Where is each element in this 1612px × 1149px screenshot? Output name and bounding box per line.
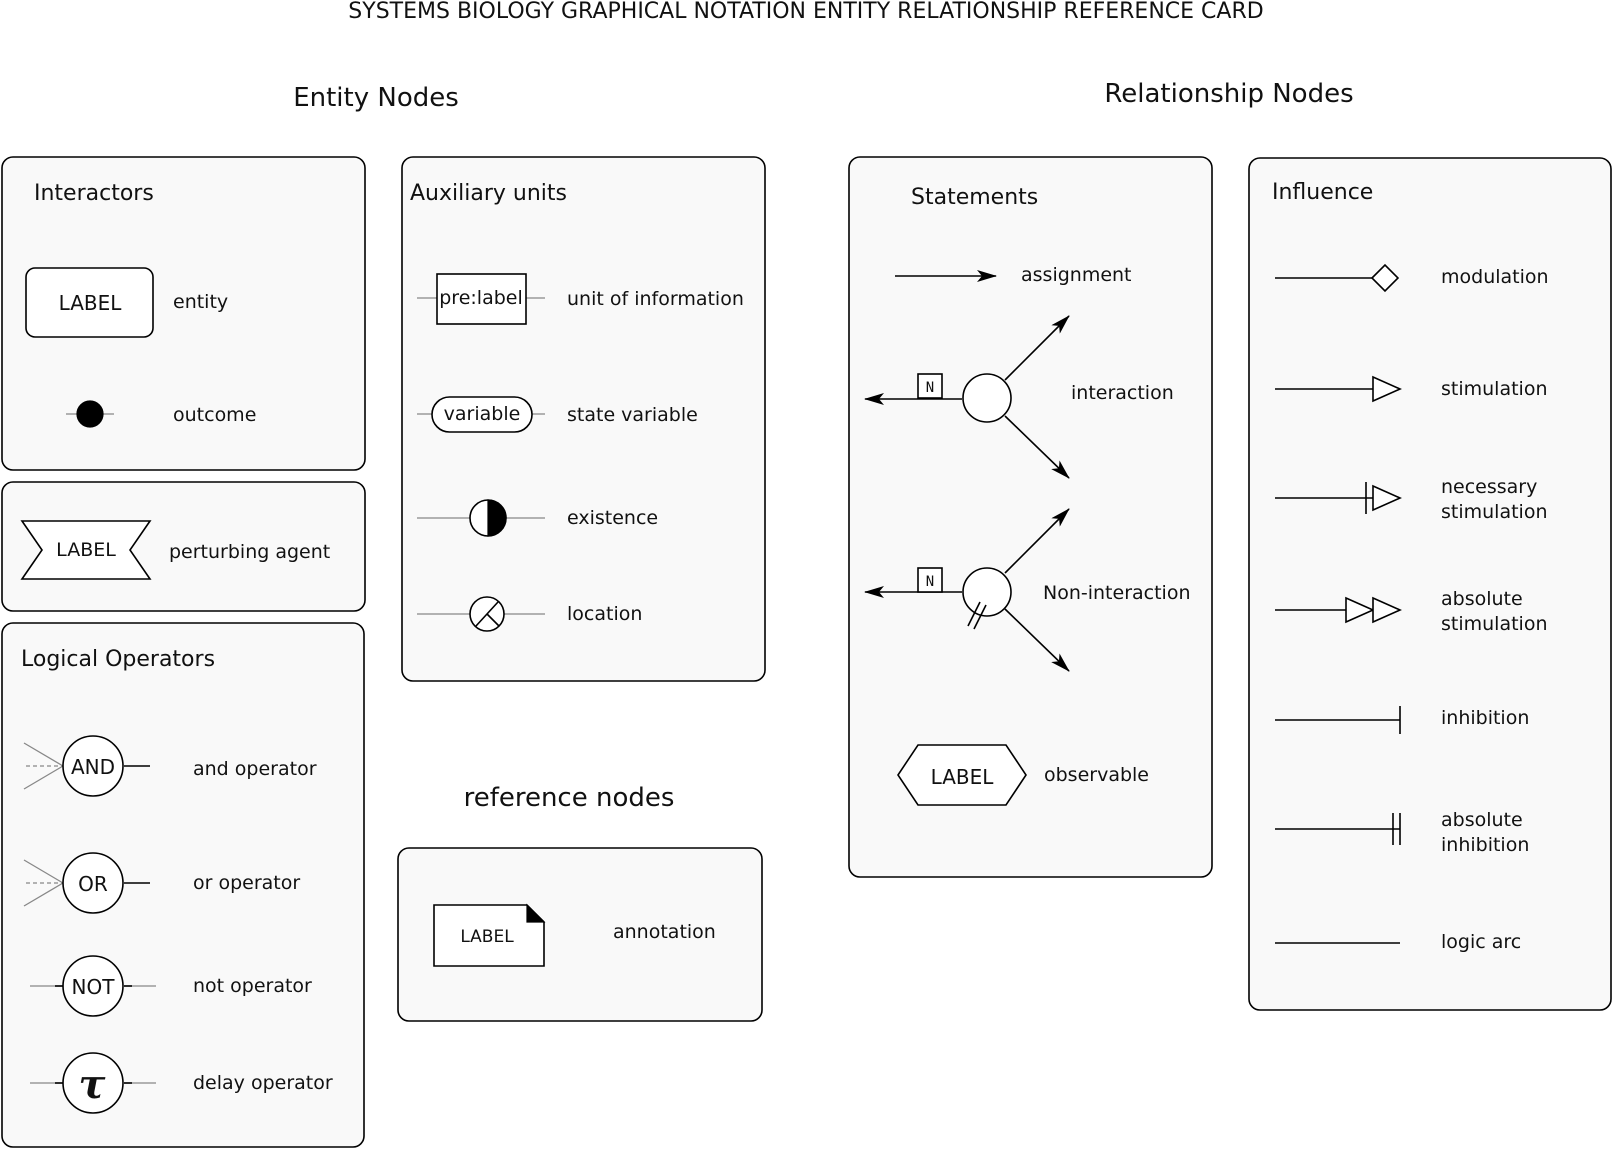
- perturbing-agent-glyph: LABEL: [20, 520, 152, 580]
- absolute-stimulation-label-line2: stimulation: [1441, 613, 1548, 635]
- absolute-stimulation-arc: [1275, 596, 1402, 624]
- absolute-inhibition-label-line1: absolute: [1441, 809, 1523, 831]
- not-operator-label: not operator: [193, 975, 312, 997]
- statements-title: Statements: [911, 185, 1038, 210]
- observable-glyph: LABEL: [897, 744, 1027, 806]
- stimulation-label: stimulation: [1441, 378, 1548, 400]
- svg-text:LABEL: LABEL: [56, 539, 116, 561]
- delay-operator-label: delay operator: [193, 1072, 333, 1094]
- inhibition-arc: [1275, 706, 1401, 734]
- unit-of-information-glyph: pre:label: [417, 273, 545, 325]
- delay-operator-glyph: τ: [30, 1052, 156, 1114]
- absolute-inhibition-arc: [1275, 813, 1401, 845]
- non-interaction-label: Non-interaction: [1043, 582, 1191, 604]
- interactors-panel: Interactors LABEL entity outcome: [1, 156, 366, 471]
- annotation-glyph: LABEL: [433, 903, 546, 967]
- modulation-label: modulation: [1441, 266, 1549, 288]
- logical-operators-title: Logical Operators: [21, 647, 215, 672]
- necessary-stimulation-label-line1: necessary: [1441, 476, 1537, 498]
- and-operator-label: and operator: [193, 758, 317, 780]
- reference-nodes-panel: LABEL annotation: [397, 847, 763, 1022]
- relationship-nodes-heading: Relationship Nodes: [1104, 79, 1353, 109]
- influence-panel: Influence modulation stimulation necessa…: [1248, 157, 1612, 1011]
- svg-text:variable: variable: [444, 403, 521, 425]
- card-title: SYSTEMS BIOLOGY GRAPHICAL NOTATION ENTIT…: [348, 0, 1263, 24]
- existence-glyph: [417, 499, 545, 537]
- svg-text:OR: OR: [78, 872, 108, 896]
- svg-text:LABEL: LABEL: [59, 291, 123, 315]
- absolute-stimulation-label-line1: absolute: [1441, 588, 1523, 610]
- location-glyph: [417, 596, 545, 632]
- influence-title: Influence: [1272, 180, 1373, 205]
- svg-text:NOT: NOT: [72, 975, 116, 999]
- svg-text:LABEL: LABEL: [931, 765, 995, 789]
- modulation-arc: [1275, 263, 1400, 293]
- outcome-label: outcome: [173, 404, 256, 426]
- non-interaction-glyph: N: [864, 508, 1070, 672]
- interaction-label: interaction: [1071, 382, 1174, 404]
- perturbing-panel: LABEL perturbing agent: [1, 481, 366, 612]
- or-operator-glyph: OR: [23, 852, 150, 914]
- location-label: location: [567, 603, 642, 625]
- existence-label: existence: [567, 507, 658, 529]
- statements-panel: Statements assignment N interaction N No…: [848, 156, 1213, 878]
- necessary-stimulation-arc: [1275, 482, 1402, 514]
- state-variable-label: state variable: [567, 404, 698, 426]
- svg-text:N: N: [926, 380, 934, 396]
- interactors-title: Interactors: [34, 181, 154, 206]
- state-variable-glyph: variable: [417, 396, 545, 433]
- outcome-glyph: [66, 400, 114, 428]
- svg-text:LABEL: LABEL: [460, 927, 514, 947]
- entity-nodes-heading: Entity Nodes: [293, 83, 459, 113]
- svg-text:N: N: [926, 574, 934, 590]
- observable-label: observable: [1044, 764, 1149, 786]
- auxiliary-units-panel: Auxiliary units pre:label unit of inform…: [401, 156, 766, 682]
- svg-text:AND: AND: [71, 755, 115, 779]
- not-operator-glyph: NOT: [30, 955, 156, 1017]
- or-operator-label: or operator: [193, 872, 300, 894]
- reference-nodes-heading: reference nodes: [464, 783, 675, 813]
- perturbing-agent-label: perturbing agent: [169, 541, 330, 563]
- logical-operators-panel: Logical Operators AND and operator OR or…: [1, 622, 365, 1148]
- assignment-label: assignment: [1021, 264, 1132, 286]
- stimulation-arc: [1275, 375, 1402, 403]
- annotation-label: annotation: [613, 921, 716, 943]
- inhibition-label: inhibition: [1441, 707, 1529, 729]
- necessary-stimulation-label-line2: stimulation: [1441, 501, 1548, 523]
- auxiliary-units-title: Auxiliary units: [410, 181, 567, 206]
- and-operator-glyph: AND: [23, 735, 150, 797]
- logic-arc-label: logic arc: [1441, 931, 1521, 953]
- absolute-inhibition-label-line2: inhibition: [1441, 834, 1529, 856]
- unit-of-information-label: unit of information: [567, 288, 744, 310]
- svg-text:τ: τ: [79, 1061, 106, 1108]
- interaction-glyph: N: [864, 315, 1070, 479]
- entity-glyph: LABEL: [25, 267, 154, 338]
- entity-label: entity: [173, 291, 228, 313]
- svg-text:pre:label: pre:label: [439, 287, 523, 309]
